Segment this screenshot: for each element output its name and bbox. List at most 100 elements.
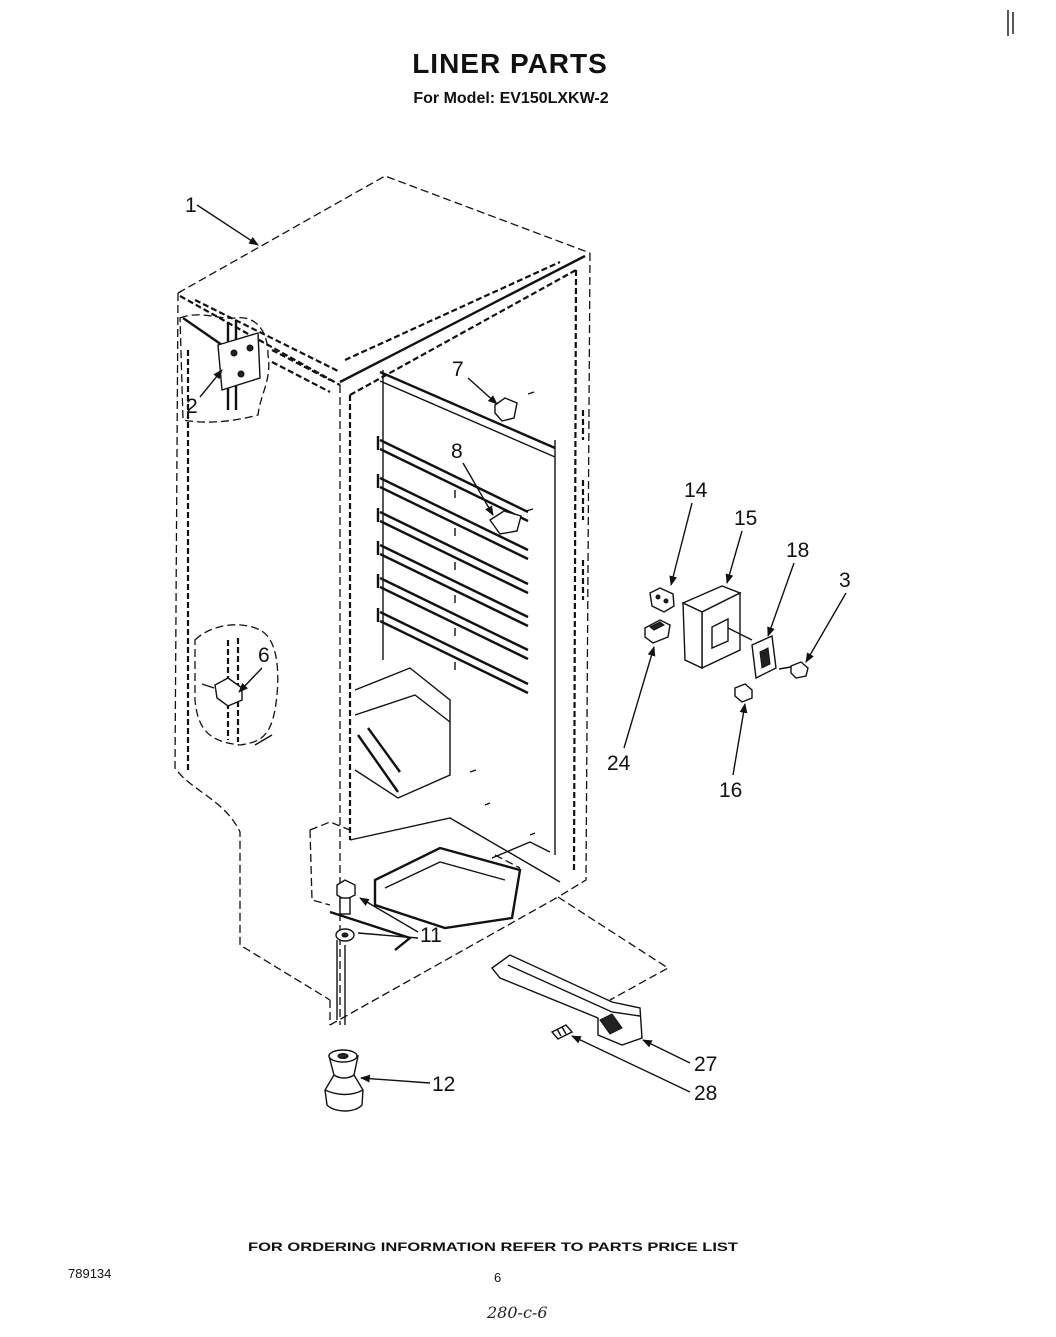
callout-8: 8 — [451, 440, 463, 463]
liner-top-inner-frame — [349, 269, 577, 396]
part-3-screw-head — [790, 661, 809, 679]
bracket-cutaway-outline — [194, 624, 279, 746]
callout-16: 16 — [719, 779, 742, 802]
hump-diagonal-lines — [357, 727, 401, 793]
callout-7: 7 — [452, 358, 464, 381]
floor-left-lip — [309, 821, 351, 831]
leader-3 — [805, 592, 847, 663]
part-3-shank — [778, 666, 792, 670]
callout-14: 14 — [684, 479, 708, 502]
part-15-side-face — [682, 601, 703, 670]
screw-threads — [556, 1026, 567, 1037]
leader-12 — [360, 1074, 431, 1084]
part-11-bolt — [335, 879, 356, 942]
liner-top-heater-loop — [344, 260, 561, 362]
floor-left-front — [309, 829, 331, 906]
control-assembly — [644, 585, 809, 703]
part-14-body — [649, 587, 675, 613]
liner-right-inner-frame — [572, 269, 578, 871]
leader-16 — [732, 703, 748, 776]
kickplate-ghost-lines — [494, 854, 670, 1001]
bracket-body — [214, 677, 243, 707]
shelf-bracket-8-screw — [525, 508, 534, 512]
part-14-hole — [655, 594, 661, 600]
hump-outline — [354, 667, 451, 799]
leader-lines — [196, 204, 847, 1093]
callout-27: 27 — [694, 1053, 717, 1076]
cabinet-left-side-edge — [174, 292, 331, 1001]
part-24-body — [644, 619, 671, 644]
cabinet-top-back-edge — [177, 175, 591, 294]
leader-14 — [669, 502, 693, 586]
kickplate-tab — [599, 1013, 623, 1035]
hinge-hole — [237, 370, 245, 378]
part-12-leveling-leg — [324, 1049, 364, 1112]
shelf-rail — [376, 508, 529, 595]
bolt-head — [336, 879, 356, 901]
part-15-shaft — [727, 627, 753, 641]
shelf-bracket-8-body — [489, 510, 522, 535]
leader-11-bolt — [359, 897, 419, 933]
hinge-hole — [230, 349, 238, 357]
part-28-screw — [550, 1024, 574, 1040]
part-6-bracket — [194, 624, 279, 746]
bracket-cutaway-arrow — [254, 734, 273, 746]
part-16-body — [734, 683, 753, 703]
leader-27 — [642, 1039, 691, 1064]
shelf-rail — [376, 436, 529, 523]
cabinet-shell — [174, 175, 591, 1026]
callout-11: 11 — [420, 924, 442, 947]
cabinet-front-right-edge — [557, 252, 591, 898]
leader-6 — [238, 667, 263, 693]
leg-top-hole — [337, 1053, 349, 1059]
part-18-slot — [759, 647, 771, 669]
callout-28: 28 — [694, 1082, 717, 1105]
leader-18 — [767, 562, 795, 637]
callout-labels: 1 2 7 8 6 14 15 18 3 24 16 11 12 27 28 — [185, 194, 851, 1105]
leader-24 — [623, 646, 656, 749]
part-15-slot — [711, 617, 729, 650]
shelf-rail — [376, 608, 529, 695]
leader-8 — [462, 462, 494, 516]
page-number: 6 — [494, 1270, 501, 1285]
liner-frame — [339, 254, 586, 871]
leader-1 — [196, 204, 259, 246]
floor-tray-inner — [384, 861, 506, 889]
bracket-screw — [201, 683, 215, 689]
part-8-shelf-bracket — [489, 508, 534, 535]
shelf-bracket-7-body — [494, 397, 518, 422]
ordering-note: FOR ORDERING INFORMATION REFER TO PARTS … — [248, 1242, 738, 1254]
cabinet-top-left-edge — [179, 295, 341, 386]
shelf-rail-top — [379, 370, 556, 450]
hinge-hole — [246, 344, 254, 352]
shelf-rail — [376, 474, 529, 561]
liner-floor — [309, 817, 670, 1025]
part-7-shelf-bracket — [494, 391, 535, 422]
leveling-rod — [336, 940, 346, 1025]
cabinet-side-rail — [271, 349, 331, 381]
corner-mark — [1007, 10, 1014, 36]
part-14-hole — [663, 598, 669, 604]
cabinet-top-heater-line — [194, 299, 341, 373]
leader-11-washer — [357, 932, 419, 939]
bolt-shank — [339, 897, 351, 915]
part-24-top — [649, 621, 665, 631]
callout-1: 1 — [185, 194, 197, 217]
hump-top-edge — [354, 694, 451, 723]
liner-top-frame — [339, 254, 586, 384]
handwritten-note: 280-c-6 — [486, 1303, 548, 1322]
callout-2: 2 — [186, 395, 198, 418]
leader-2 — [199, 369, 223, 398]
shelf-rail — [376, 574, 529, 661]
leader-28 — [571, 1035, 691, 1093]
page-title: LINER PARTS — [412, 48, 608, 79]
part-27-kickplate — [490, 954, 643, 1046]
callout-12: 12 — [432, 1073, 455, 1096]
part-2-hinge-plate — [179, 314, 270, 423]
callout-3: 3 — [839, 569, 851, 592]
leg-rings — [324, 1074, 364, 1096]
callout-24: 24 — [607, 752, 631, 775]
leader-15 — [725, 530, 743, 584]
